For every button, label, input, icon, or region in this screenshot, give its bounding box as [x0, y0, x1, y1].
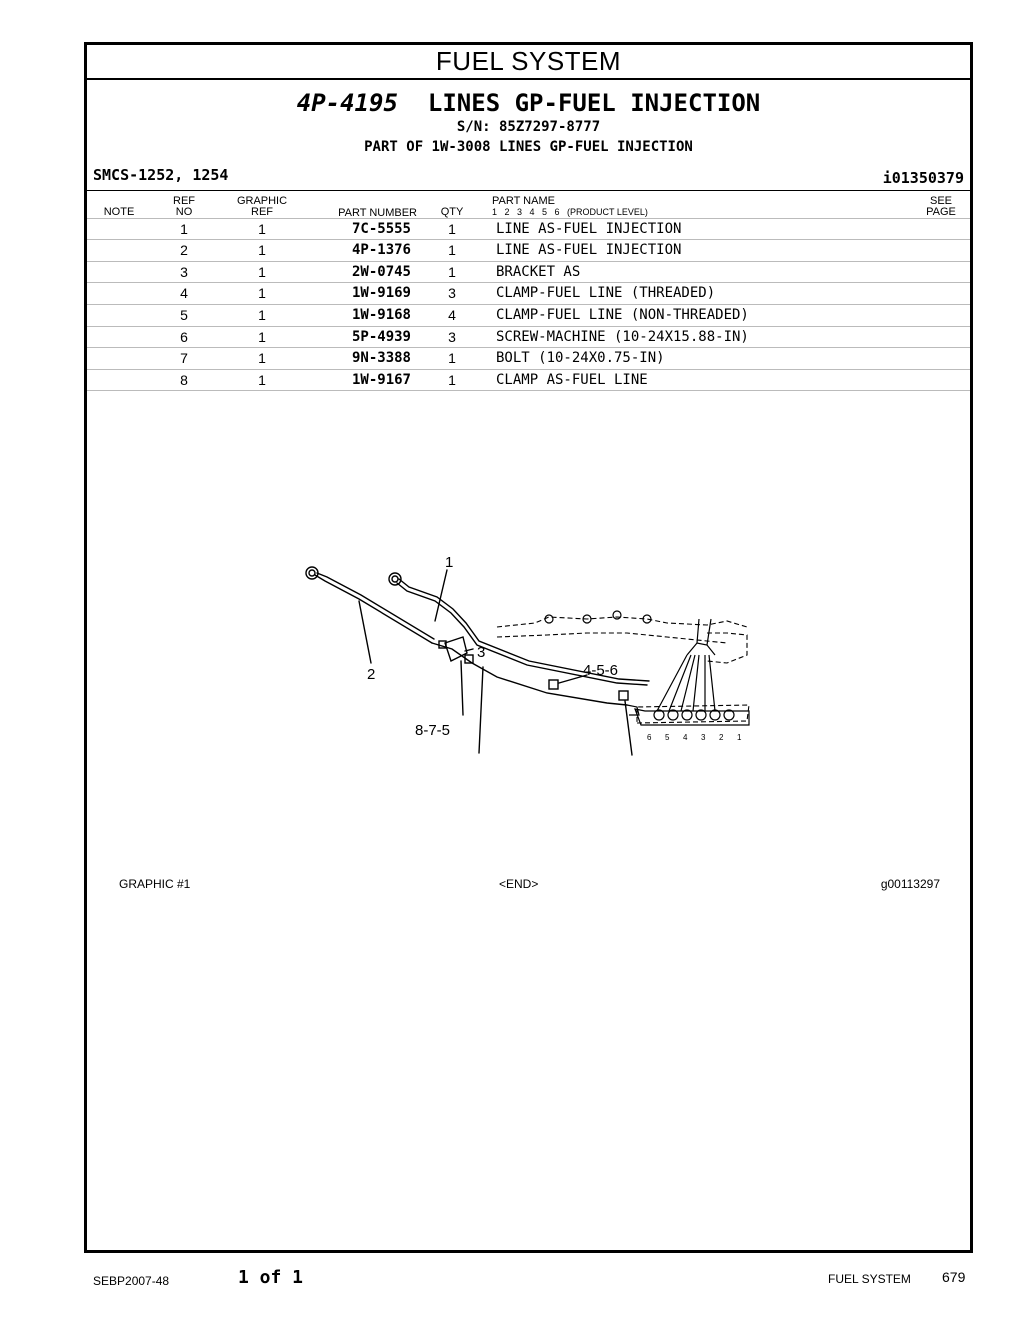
illustration-id: i01350379: [882, 169, 964, 187]
cylinder-label: 3: [701, 733, 706, 742]
cylinder-label: 6: [647, 733, 652, 742]
qty: 1: [448, 350, 456, 366]
table-bottom-rule: [87, 390, 970, 391]
ref-no: 6: [180, 329, 188, 345]
col-part-number: PART NUMBER: [338, 207, 417, 219]
part-number: 1W-9169: [351, 285, 411, 301]
part-number: 1W-9167: [351, 372, 411, 388]
doc-id: SEBP2007-48: [93, 1274, 170, 1288]
part-number: 1W-9168: [351, 307, 411, 323]
callout-8-7-5: 8-7-5: [415, 722, 450, 739]
table-row: 2 1 4P-1376 1 LINE AS-FUEL INJECTION: [87, 239, 970, 261]
clamp: [618, 690, 629, 701]
clamp: [438, 640, 447, 649]
group-title: 4P-4195 LINES GP-FUEL INJECTION: [87, 89, 970, 117]
graphic-ref: 1: [258, 285, 266, 301]
callout-2: 2: [367, 666, 375, 683]
fuel-line-1: [396, 582, 648, 686]
ref-no: 7: [180, 350, 188, 366]
cylinder-label: 4: [683, 733, 688, 742]
header-rule: [87, 190, 970, 191]
part-name: SCREW-MACHINE (10-24X15.88-IN): [496, 329, 749, 345]
graphic-id: g00113297: [880, 877, 940, 891]
col-see-bottom: PAGE: [926, 206, 956, 218]
graphic-ref: 1: [258, 350, 266, 366]
table-row: 6 1 5P-4939 3 SCREW-MACHINE (10-24X15.88…: [87, 326, 970, 348]
qty: 3: [448, 285, 456, 301]
part-name: CLAMP-FUEL LINE (THREADED): [496, 285, 716, 301]
part-name: BOLT (10-24X0.75-IN): [496, 350, 665, 366]
part-number: 4P-1376: [351, 242, 411, 258]
clamp: [548, 679, 559, 690]
fuel-line-2: [314, 574, 433, 644]
graphic-label: GRAPHIC #1: [119, 877, 191, 891]
table-row: 7 1 9N-3388 1 BOLT (10-24X0.75-IN): [87, 347, 970, 369]
part-number: 7C-5555: [351, 221, 411, 237]
page-of: 1 of 1: [238, 1267, 304, 1288]
section-title: FUEL SYSTEM: [87, 45, 970, 80]
cylinder-label: 2: [719, 733, 724, 742]
engine-outline: [496, 616, 748, 628]
part-name: LINE AS-FUEL INJECTION: [496, 242, 682, 258]
col-ref-bottom: NO: [175, 206, 193, 218]
end-marker: <END>: [499, 877, 539, 891]
qty: 1: [448, 372, 456, 388]
qty: 4: [448, 307, 456, 323]
cylinder-label: 1: [737, 733, 742, 742]
col-see-top: SEE: [929, 195, 952, 207]
qty: 1: [448, 242, 456, 258]
ref-no: 2: [180, 242, 188, 258]
graphic-ref: 1: [258, 307, 266, 323]
graphic-ref: 1: [258, 221, 266, 237]
part-name: CLAMP-FUEL LINE (NON-THREADED): [496, 307, 749, 323]
cylinder-label: 5: [665, 733, 670, 742]
group-number: 4P-4195: [296, 89, 398, 117]
col-graphic-top: GRAPHIC: [236, 195, 288, 207]
serial-range: S/N: 85Z7297-8777: [456, 119, 601, 135]
part-name: LINE AS-FUEL INJECTION: [496, 221, 682, 237]
graphic-ref: 1: [258, 242, 266, 258]
graphic-ref: 1: [258, 329, 266, 345]
col-ref-top: REF: [173, 195, 195, 207]
graphic-ref: 1: [258, 264, 266, 280]
part-number: 9N-3388: [351, 350, 411, 366]
ref-no: 3: [180, 264, 188, 280]
col-graphic-bottom: REF: [251, 206, 273, 218]
fuel-lines-diagram: 1 2 3 4-5-6 8-7-5 4-5-6 4-5-6 6 5 4 3 2 …: [305, 554, 750, 756]
table-row: 8 1 1W-9167 1 CLAMP AS-FUEL LINE: [87, 369, 970, 391]
part-name: BRACKET AS: [496, 264, 581, 280]
qty: 1: [448, 221, 456, 237]
callout-1: 1: [445, 554, 453, 571]
smcs-code: SMCS-1252, 1254: [93, 166, 229, 184]
callout-4-5-6-top: 4-5-6: [583, 662, 618, 679]
qty: 3: [448, 329, 456, 345]
part-of: PART OF 1W-3008 LINES GP-FUEL INJECTION: [364, 139, 693, 155]
graphic-ref: 1: [258, 372, 266, 388]
page-number: 679: [942, 1269, 966, 1285]
bracket: [444, 636, 468, 662]
clamp: [464, 654, 474, 664]
part-name: CLAMP AS-FUEL LINE: [496, 372, 648, 388]
table-row: 4 1 1W-9169 3 CLAMP-FUEL LINE (THREADED): [87, 282, 970, 304]
callout-3: 3: [477, 644, 485, 661]
table-row: 3 1 2W-0745 1 BRACKET AS: [87, 261, 970, 283]
table-row: 1 1 7C-5555 1 LINE AS-FUEL INJECTION: [87, 218, 970, 240]
group-name: LINES GP-FUEL INJECTION: [427, 89, 761, 117]
part-number: 2W-0745: [351, 264, 411, 280]
part-number: 5P-4939: [351, 329, 411, 345]
col-part-name: PART NAME: [492, 195, 555, 207]
ref-no: 8: [180, 372, 188, 388]
ref-no: 5: [180, 307, 188, 323]
ref-no: 4: [180, 285, 188, 301]
col-qty: QTY: [440, 206, 464, 218]
page-frame: FUEL SYSTEM 4P-4195 LINES GP-FUEL INJECTI…: [84, 42, 973, 1253]
ref-no: 1: [180, 221, 188, 237]
qty: 1: [448, 264, 456, 280]
table-row: 5 1 1W-9168 4 CLAMP-FUEL LINE (NON-THREA…: [87, 304, 970, 326]
col-note: NOTE: [103, 206, 135, 218]
col-product-level: 1 2 3 4 5 6 (PRODUCT LEVEL): [492, 207, 648, 217]
footer-section: FUEL SYSTEM: [828, 1272, 911, 1286]
